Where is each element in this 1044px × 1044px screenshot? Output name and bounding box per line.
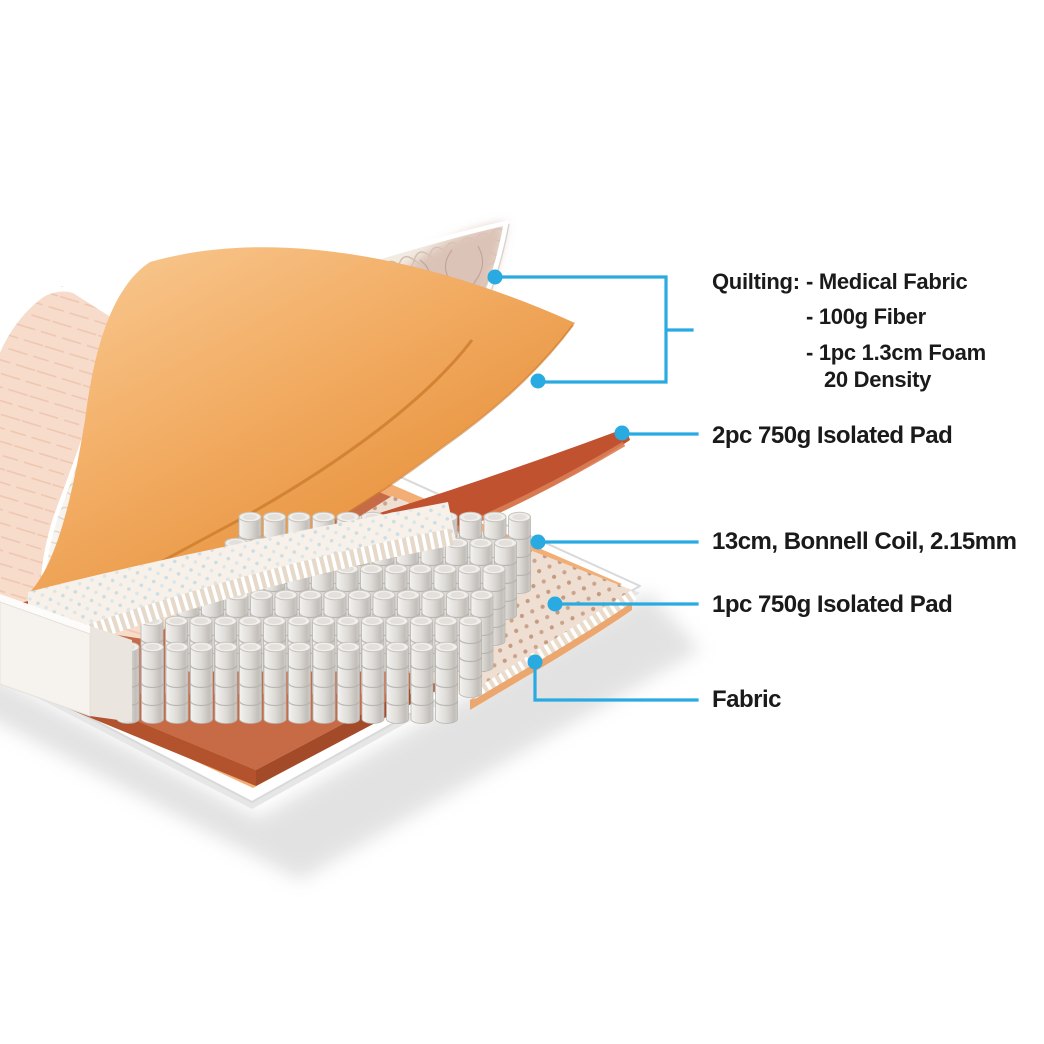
- pad-2pc-dot: [614, 425, 630, 441]
- label-quilting-item-fiber: - 100g Fiber: [806, 304, 926, 329]
- label-quilting-item-medical-fabric: - Medical Fabric: [806, 269, 968, 294]
- label-quilting-item-foam: - 1pc 1.3cm Foam: [806, 340, 986, 365]
- quilting-callout-line: [493, 275, 694, 384]
- upper-dotted-pad: [27, 502, 456, 654]
- label-quilting-title: Quilting:: [712, 269, 800, 294]
- callout-lines: [493, 275, 699, 702]
- label-pad-2pc: 2pc 750g Isolated Pad: [712, 422, 953, 449]
- white-foam-block: [0, 594, 132, 722]
- callout-dots: [487, 269, 630, 670]
- label-bonnell-coil: 13cm, Bonnell Coil, 2.15mm: [712, 528, 1017, 555]
- fabric-callout-line: [533, 660, 699, 702]
- pad-1pc-dot: [547, 596, 563, 612]
- quilting-fabric-dot: [487, 269, 503, 285]
- coil-dot: [530, 534, 546, 550]
- label-pad-1pc: 1pc 750g Isolated Pad: [712, 591, 953, 618]
- quilting-foam-dot: [530, 373, 546, 389]
- label-fabric: Fabric: [712, 686, 782, 713]
- label-quilting-item-density: 20 Density: [824, 367, 932, 392]
- fabric-dot: [527, 654, 543, 670]
